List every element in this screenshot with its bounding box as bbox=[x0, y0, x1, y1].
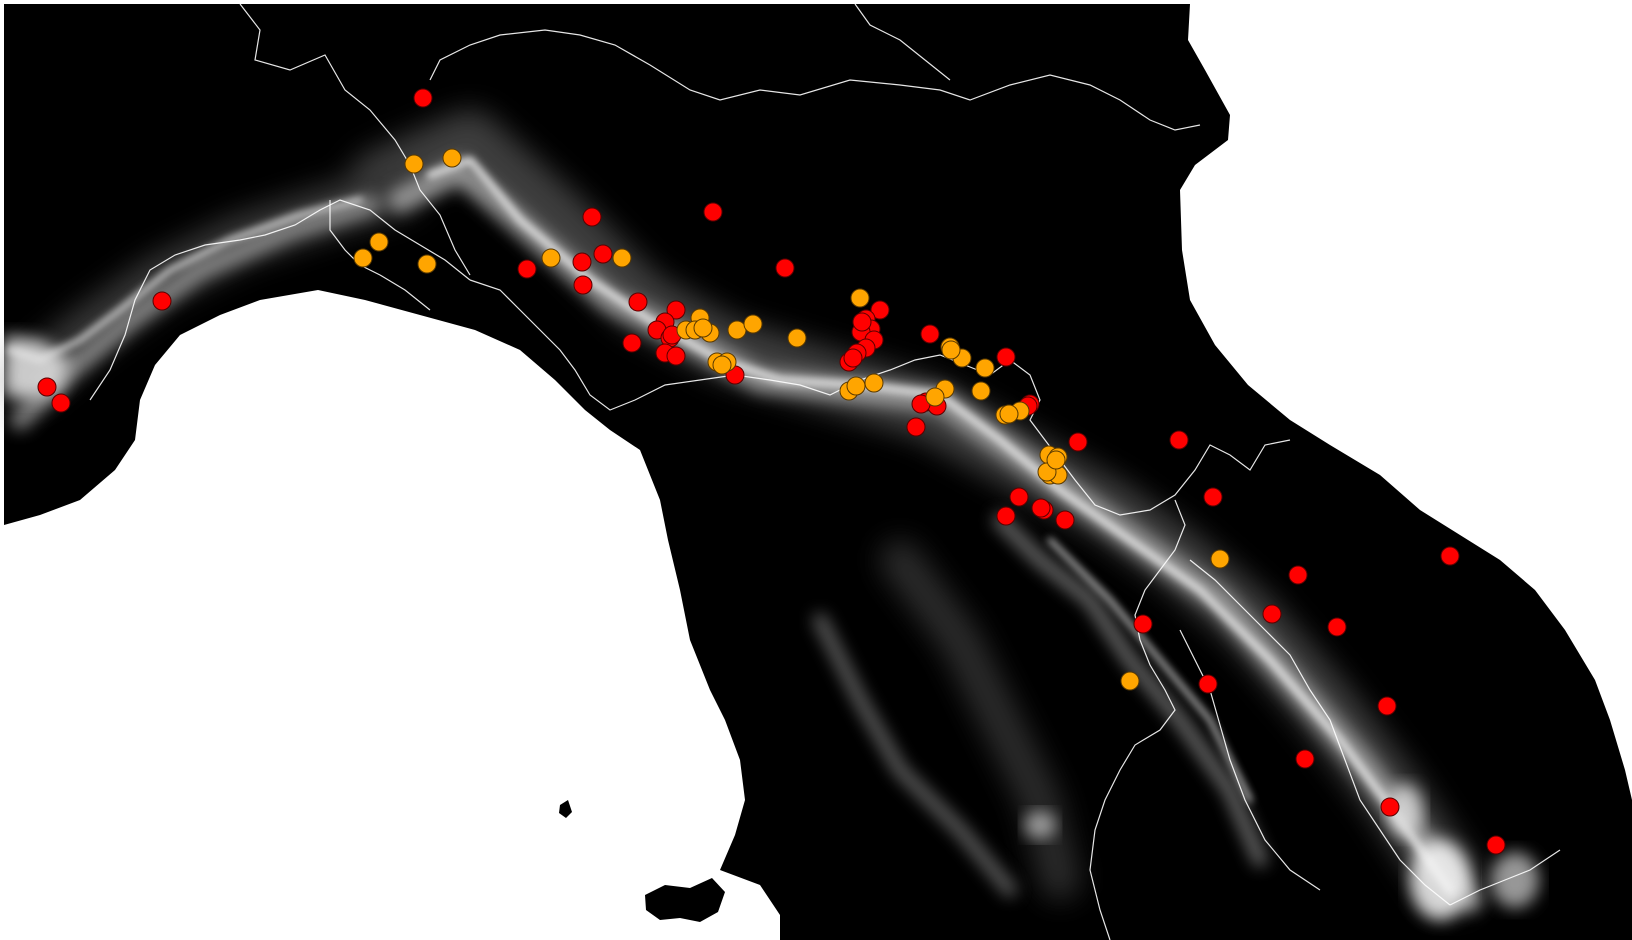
relief-layer bbox=[4, 110, 1539, 920]
orange-occurrence-point bbox=[846, 376, 866, 396]
red-occurrence-point bbox=[1440, 546, 1460, 566]
red-occurrence-point bbox=[1377, 696, 1397, 716]
red-occurrence-point bbox=[1486, 835, 1506, 855]
border-north-2 bbox=[429, 29, 1201, 131]
border-inner bbox=[1179, 629, 1321, 891]
orange-occurrence-point bbox=[369, 232, 389, 252]
red-occurrence-point bbox=[1009, 487, 1029, 507]
orange-occurrence-point bbox=[971, 381, 991, 401]
red-occurrence-point bbox=[852, 312, 872, 332]
orange-occurrence-point bbox=[693, 318, 713, 338]
land-mass bbox=[4, 4, 1632, 940]
orange-occurrence-point bbox=[442, 148, 462, 168]
occurrence-points bbox=[37, 88, 1506, 855]
red-occurrence-point bbox=[996, 506, 1016, 526]
orange-occurrence-point bbox=[712, 355, 732, 375]
orange-occurrence-point bbox=[1210, 549, 1230, 569]
red-occurrence-point bbox=[870, 300, 890, 320]
border-central-1 bbox=[1089, 499, 1186, 940]
red-occurrence-point bbox=[1327, 617, 1347, 637]
islet bbox=[559, 800, 572, 818]
border-north-3 bbox=[854, 3, 951, 81]
orange-occurrence-point bbox=[975, 358, 995, 378]
red-occurrence-point bbox=[152, 291, 172, 311]
red-occurrence-point bbox=[996, 347, 1016, 367]
red-occurrence-point bbox=[1203, 487, 1223, 507]
island-elba bbox=[645, 878, 725, 922]
red-occurrence-point bbox=[666, 300, 686, 320]
red-occurrence-point bbox=[1055, 510, 1075, 530]
orange-occurrence-point bbox=[541, 248, 561, 268]
red-occurrence-point bbox=[1068, 432, 1088, 452]
red-occurrence-point bbox=[51, 393, 71, 413]
orange-occurrence-point bbox=[941, 340, 961, 360]
red-occurrence-point bbox=[1133, 614, 1153, 634]
red-occurrence-point bbox=[1295, 749, 1315, 769]
red-occurrence-point bbox=[413, 88, 433, 108]
orange-occurrence-point bbox=[925, 387, 945, 407]
red-occurrence-point bbox=[593, 244, 613, 264]
border-central-2 bbox=[1189, 559, 1451, 906]
red-occurrence-point bbox=[37, 377, 57, 397]
border-north-1 bbox=[239, 3, 471, 276]
orange-occurrence-point bbox=[404, 154, 424, 174]
border-south bbox=[1449, 849, 1561, 906]
orange-occurrence-point bbox=[864, 373, 884, 393]
red-occurrence-point bbox=[573, 275, 593, 295]
red-occurrence-point bbox=[622, 333, 642, 353]
red-occurrence-point bbox=[517, 259, 537, 279]
orange-occurrence-point bbox=[417, 254, 437, 274]
red-occurrence-point bbox=[1169, 430, 1189, 450]
red-occurrence-point bbox=[572, 252, 592, 272]
orange-occurrence-point bbox=[727, 320, 747, 340]
orange-occurrence-point bbox=[743, 314, 763, 334]
red-occurrence-point bbox=[1380, 797, 1400, 817]
red-occurrence-point bbox=[843, 348, 863, 368]
orange-occurrence-point bbox=[1046, 450, 1066, 470]
orange-occurrence-point bbox=[999, 404, 1019, 424]
orange-occurrence-point bbox=[850, 288, 870, 308]
red-occurrence-point bbox=[1288, 565, 1308, 585]
orange-occurrence-point bbox=[787, 328, 807, 348]
orange-occurrence-point bbox=[612, 248, 632, 268]
orange-occurrence-point bbox=[353, 248, 373, 268]
red-occurrence-point bbox=[775, 258, 795, 278]
red-occurrence-point bbox=[703, 202, 723, 222]
red-occurrence-point bbox=[666, 346, 686, 366]
red-occurrence-point bbox=[906, 417, 926, 437]
red-occurrence-point bbox=[1198, 674, 1218, 694]
red-occurrence-point bbox=[1262, 604, 1282, 624]
orange-occurrence-point bbox=[1120, 671, 1140, 691]
red-occurrence-point bbox=[1031, 498, 1051, 518]
border-ridge bbox=[469, 279, 1291, 516]
red-occurrence-point bbox=[920, 324, 940, 344]
red-occurrence-point bbox=[582, 207, 602, 227]
red-occurrence-point bbox=[628, 292, 648, 312]
border-west-1 bbox=[89, 199, 471, 401]
